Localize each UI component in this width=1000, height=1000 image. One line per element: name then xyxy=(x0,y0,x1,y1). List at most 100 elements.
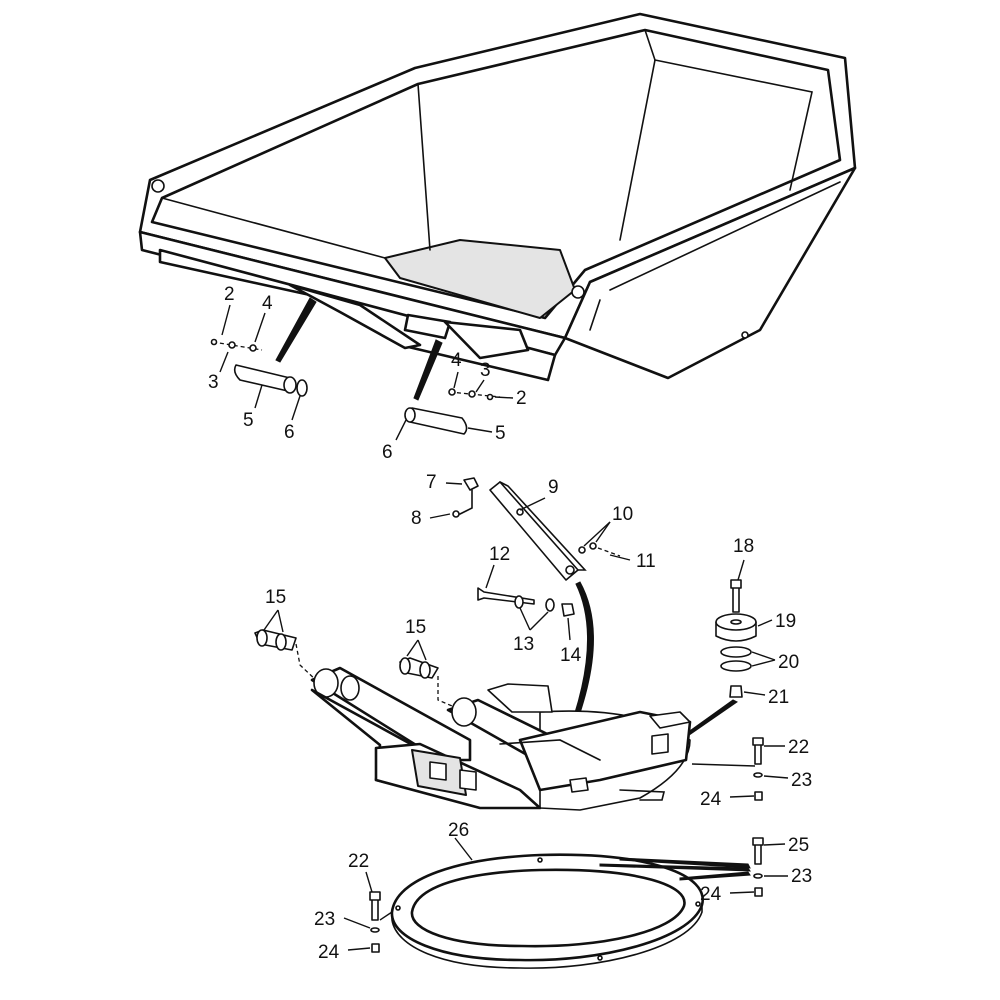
leader-line xyxy=(254,312,266,343)
hopper-bracket-center xyxy=(403,313,452,340)
cotter-pin-part-2 xyxy=(486,393,494,401)
pin-pointer-right xyxy=(413,339,443,401)
ring-hole xyxy=(597,955,603,961)
washer-part-3 xyxy=(228,341,236,349)
nut-part-24 xyxy=(754,791,763,801)
arm-hole xyxy=(565,565,575,575)
leader-line xyxy=(417,639,427,661)
frame-edge xyxy=(499,739,601,761)
callout-12: 12 xyxy=(489,544,510,565)
hopper-right-wall xyxy=(563,166,857,380)
lock-nut-part-7 xyxy=(463,477,479,491)
base-frame xyxy=(310,666,692,811)
ring-pointer xyxy=(619,857,751,869)
bolt-head xyxy=(369,891,381,901)
ring-inner xyxy=(410,868,686,948)
hopper-fold-line xyxy=(161,197,386,259)
bolt-part-18 xyxy=(732,584,740,613)
hopper-rim-edge xyxy=(609,181,841,291)
fastener-set-ring-right xyxy=(599,837,788,897)
bolt-head xyxy=(752,837,764,846)
leader-line xyxy=(467,427,493,433)
pivot-pin-part-5 xyxy=(233,364,293,393)
roller-end xyxy=(399,657,411,675)
assembly-axis xyxy=(437,676,453,707)
leader-line xyxy=(221,304,231,336)
bumper-hole xyxy=(730,619,742,625)
leader-line xyxy=(277,609,284,633)
roller-set-right xyxy=(399,639,453,707)
callout-7: 7 xyxy=(426,472,437,493)
roller-set-left xyxy=(254,609,319,683)
leader-line xyxy=(429,513,451,519)
assembly-axis xyxy=(449,391,501,398)
frame-top-bracket xyxy=(487,683,553,713)
callout-15: 15 xyxy=(265,587,286,608)
leader-line xyxy=(291,395,301,421)
washer-part-10 xyxy=(589,542,597,550)
ring-pointer xyxy=(679,871,751,881)
callout-4: 4 xyxy=(451,350,462,371)
leader-line xyxy=(254,384,263,409)
hopper xyxy=(138,12,857,382)
leader-line xyxy=(453,371,459,389)
nut-part-24 xyxy=(754,887,763,897)
nut-part-24 xyxy=(371,943,380,953)
callout-25: 25 xyxy=(788,835,809,856)
turntable-ring-part-26 xyxy=(390,837,704,969)
roller-end xyxy=(275,633,287,651)
callout-23: 23 xyxy=(791,770,812,791)
washer-part-13 xyxy=(545,598,555,612)
pin-end xyxy=(283,376,297,394)
fastener-set-ring-left xyxy=(343,871,393,953)
callout-21: 21 xyxy=(768,687,789,708)
bolt-part-12 xyxy=(477,587,535,605)
callout-18: 18 xyxy=(733,536,754,557)
callout-11: 11 xyxy=(636,551,656,572)
pivot-pin-part-5 xyxy=(409,407,468,435)
washer-part-13 xyxy=(514,595,524,609)
leader-line xyxy=(763,775,789,779)
callout-26: 26 xyxy=(448,820,469,841)
ring-pointer xyxy=(599,863,751,872)
callout-8: 8 xyxy=(411,508,422,529)
leader-line xyxy=(763,843,786,846)
callout-22: 22 xyxy=(788,737,809,758)
leader-line xyxy=(454,837,473,861)
bumper-socket xyxy=(649,711,691,729)
arm-pivot-boss xyxy=(451,697,477,727)
washer-part-23 xyxy=(753,873,763,879)
frame-slot xyxy=(429,761,447,781)
callout-13: 13 xyxy=(513,634,534,655)
clip-part-4 xyxy=(448,388,456,396)
ring-hole xyxy=(395,905,401,911)
callout-6: 6 xyxy=(382,442,393,463)
leader-line xyxy=(751,659,776,667)
bolt-head xyxy=(752,737,764,746)
bumper-assembly xyxy=(679,559,776,741)
callout-19: 19 xyxy=(775,611,796,632)
pivot-pin-assembly-left xyxy=(210,304,308,421)
leader-line xyxy=(595,521,611,543)
callout-4: 4 xyxy=(262,293,273,314)
callout-24: 24 xyxy=(700,884,722,905)
callout-15: 15 xyxy=(405,617,426,638)
plate-tab xyxy=(619,789,666,801)
leader-line xyxy=(445,482,463,485)
pin-pointer-left xyxy=(275,297,317,363)
callout-2: 2 xyxy=(516,388,527,409)
bolt-part-22 xyxy=(371,897,379,921)
hopper-rim-edge xyxy=(589,299,601,331)
pivot-arm-edge xyxy=(499,481,587,571)
callout-5: 5 xyxy=(243,410,254,431)
leader-line xyxy=(567,617,571,641)
callout-20: 20 xyxy=(778,652,799,673)
callout-23: 23 xyxy=(314,909,335,930)
leader-line xyxy=(751,651,776,661)
washer-part-23 xyxy=(370,927,380,933)
bushing-part-6 xyxy=(296,379,308,397)
hopper-bracket-left xyxy=(288,283,422,350)
washer-part-20 xyxy=(720,660,752,672)
leader-line xyxy=(343,917,371,929)
